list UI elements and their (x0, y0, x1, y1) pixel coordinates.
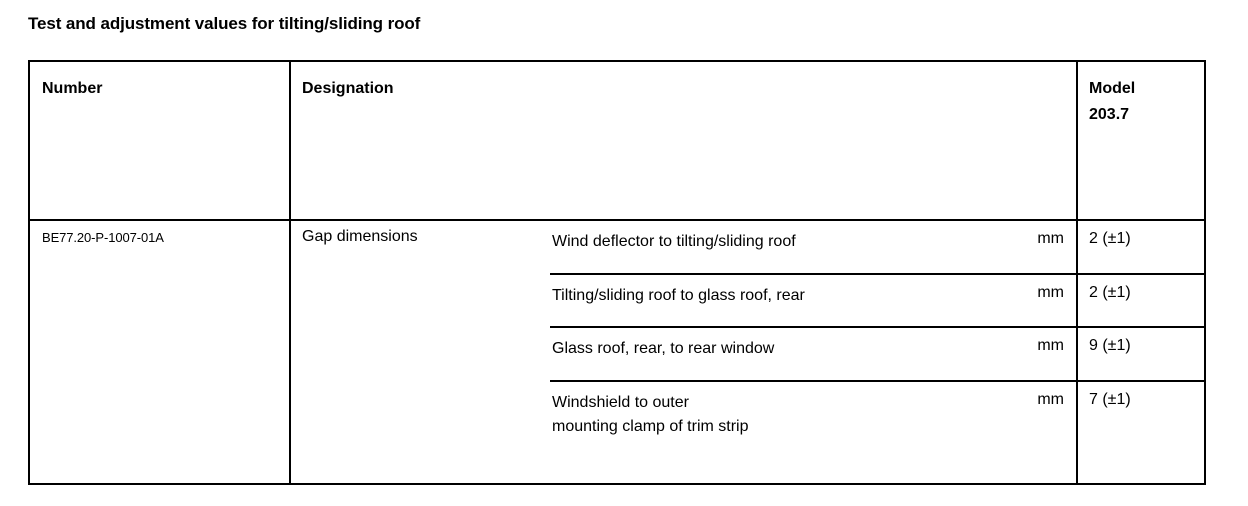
measurement-unit: mm (1037, 391, 1064, 408)
table-header-number: Number (42, 80, 103, 97)
table-row: Windshield to outer mounting clamp of tr… (550, 380, 1204, 485)
measurement-unit: mm (1037, 230, 1064, 247)
measurement-value: 7 (±1) (1089, 391, 1131, 408)
measurement-label: Tilting/sliding roof to glass roof, rear (552, 287, 805, 304)
table-row: Glass roof, rear, to rear window mm 9 (±… (550, 326, 1204, 380)
measurement-label: Windshield to outer mounting clamp of tr… (552, 394, 749, 435)
measurement-subrow-group: Wind deflector to tilting/sliding roof m… (550, 221, 1204, 483)
table-header-designation: Designation (302, 80, 394, 97)
header-body-divider (30, 219, 1204, 221)
measurement-label: Glass roof, rear, to rear window (552, 340, 775, 357)
column-divider-designation-model (1076, 62, 1078, 483)
table-row: Tilting/sliding roof to glass roof, rear… (550, 273, 1204, 326)
table-row: Wind deflector to tilting/sliding roof m… (550, 221, 1204, 273)
table-cell-number: BE77.20-P-1007-01A (42, 230, 164, 245)
measurement-unit: mm (1037, 337, 1064, 354)
table-header-model: Model 203.7 (1089, 80, 1136, 123)
table-cell-designation: Gap dimensions (302, 228, 418, 245)
measurement-value: 2 (±1) (1089, 284, 1131, 301)
measurement-unit: mm (1037, 284, 1064, 301)
measurement-value: 9 (±1) (1089, 337, 1131, 354)
column-divider-number-designation (289, 62, 291, 483)
measurement-label: Wind deflector to tilting/sliding roof (552, 233, 796, 250)
measurement-value: 2 (±1) (1089, 230, 1131, 247)
page-title: Test and adjustment values for tilting/s… (28, 14, 421, 33)
specification-table: Number Designation Model 203.7 BE77.20-P… (28, 60, 1206, 485)
